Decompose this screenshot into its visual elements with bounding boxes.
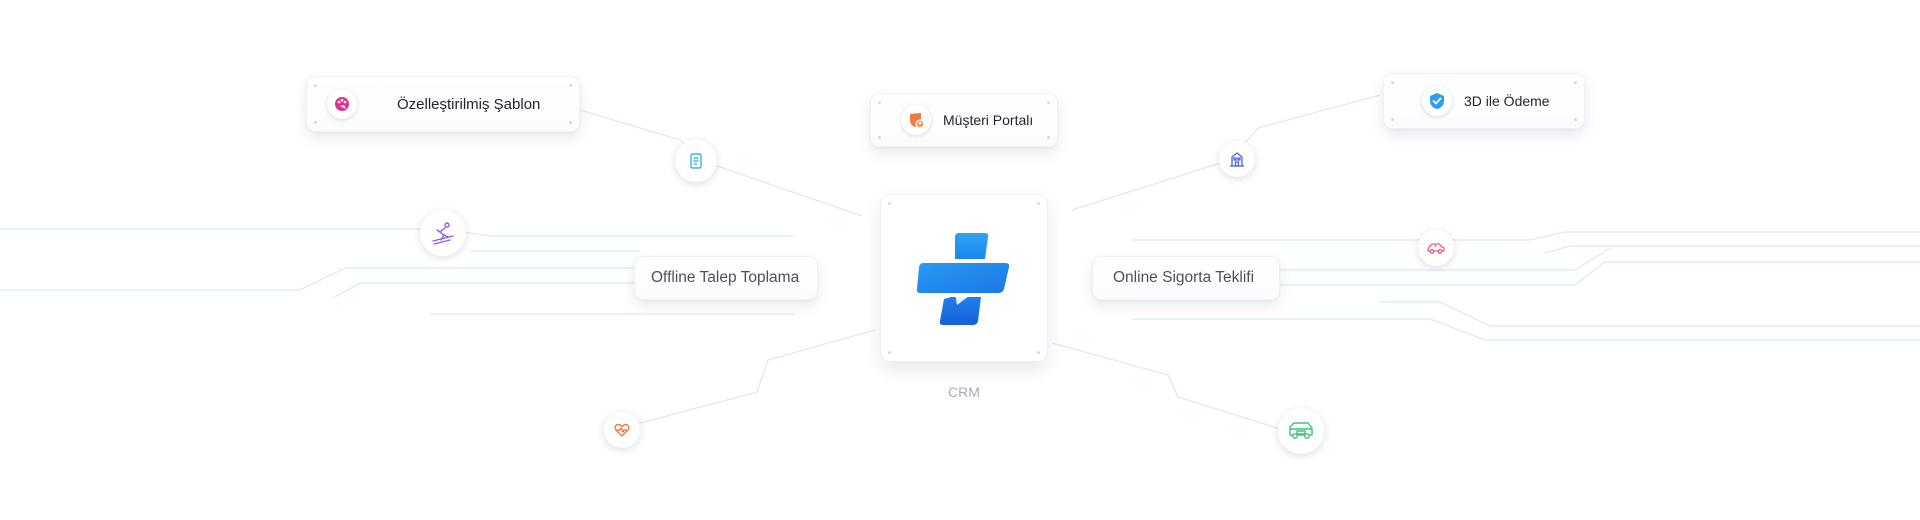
card-customer-portal[interactable]: Müşteri Portalı xyxy=(870,93,1058,147)
node-document[interactable] xyxy=(675,140,717,182)
wire-right-3 xyxy=(1275,247,1611,271)
card-offline-request-label: Offline Talep Toplama xyxy=(651,269,800,286)
wire-template xyxy=(579,109,863,217)
crm-caption: CRM xyxy=(948,384,980,400)
wire-left-2 xyxy=(0,267,640,291)
node-heart[interactable] xyxy=(604,412,640,448)
heart-pulse-icon xyxy=(614,423,630,437)
crm-plus-logo-icon xyxy=(916,233,1010,325)
wire-right-6 xyxy=(1380,301,1920,327)
card-3d-payment[interactable]: 3D ile Ödeme xyxy=(1383,73,1585,129)
wire-left-1 xyxy=(0,228,795,237)
palette-icon xyxy=(327,89,357,119)
skier-icon xyxy=(432,222,454,245)
crm-hub-card[interactable] xyxy=(880,194,1048,362)
van-icon xyxy=(1289,422,1313,439)
wire-left-3 xyxy=(334,282,640,298)
card-custom-template-label: Özelleştirilmiş Şablon xyxy=(397,95,541,113)
wire-right-4 xyxy=(1280,261,1920,286)
wire-right-2 xyxy=(1544,245,1920,254)
wire-heart xyxy=(621,329,876,429)
wire-right-5 xyxy=(1132,318,1920,341)
card-customer-portal-label: Müşteri Portalı xyxy=(943,112,1034,128)
document-icon xyxy=(690,153,702,169)
node-vehicle[interactable] xyxy=(1278,408,1324,454)
card-3d-payment-label: 3D ile Ödeme xyxy=(1464,93,1550,109)
car-icon xyxy=(1427,243,1445,254)
card-offline-request[interactable]: Offline Talep Toplama xyxy=(634,256,818,300)
shield-user-icon xyxy=(901,105,931,135)
wire-vehicle xyxy=(1051,342,1291,433)
node-skier[interactable] xyxy=(420,210,466,256)
node-car[interactable] xyxy=(1418,230,1454,266)
wire-right-1 xyxy=(1132,231,1920,241)
building-icon xyxy=(1230,152,1244,167)
card-online-insurance-label: Online Sigorta Teklifi xyxy=(1113,269,1255,286)
card-custom-template[interactable]: Özelleştirilmiş Şablon xyxy=(306,76,580,132)
card-online-insurance[interactable]: Online Sigorta Teklifi xyxy=(1092,256,1280,300)
shield-check-icon xyxy=(1422,86,1452,116)
node-building[interactable] xyxy=(1219,141,1255,177)
